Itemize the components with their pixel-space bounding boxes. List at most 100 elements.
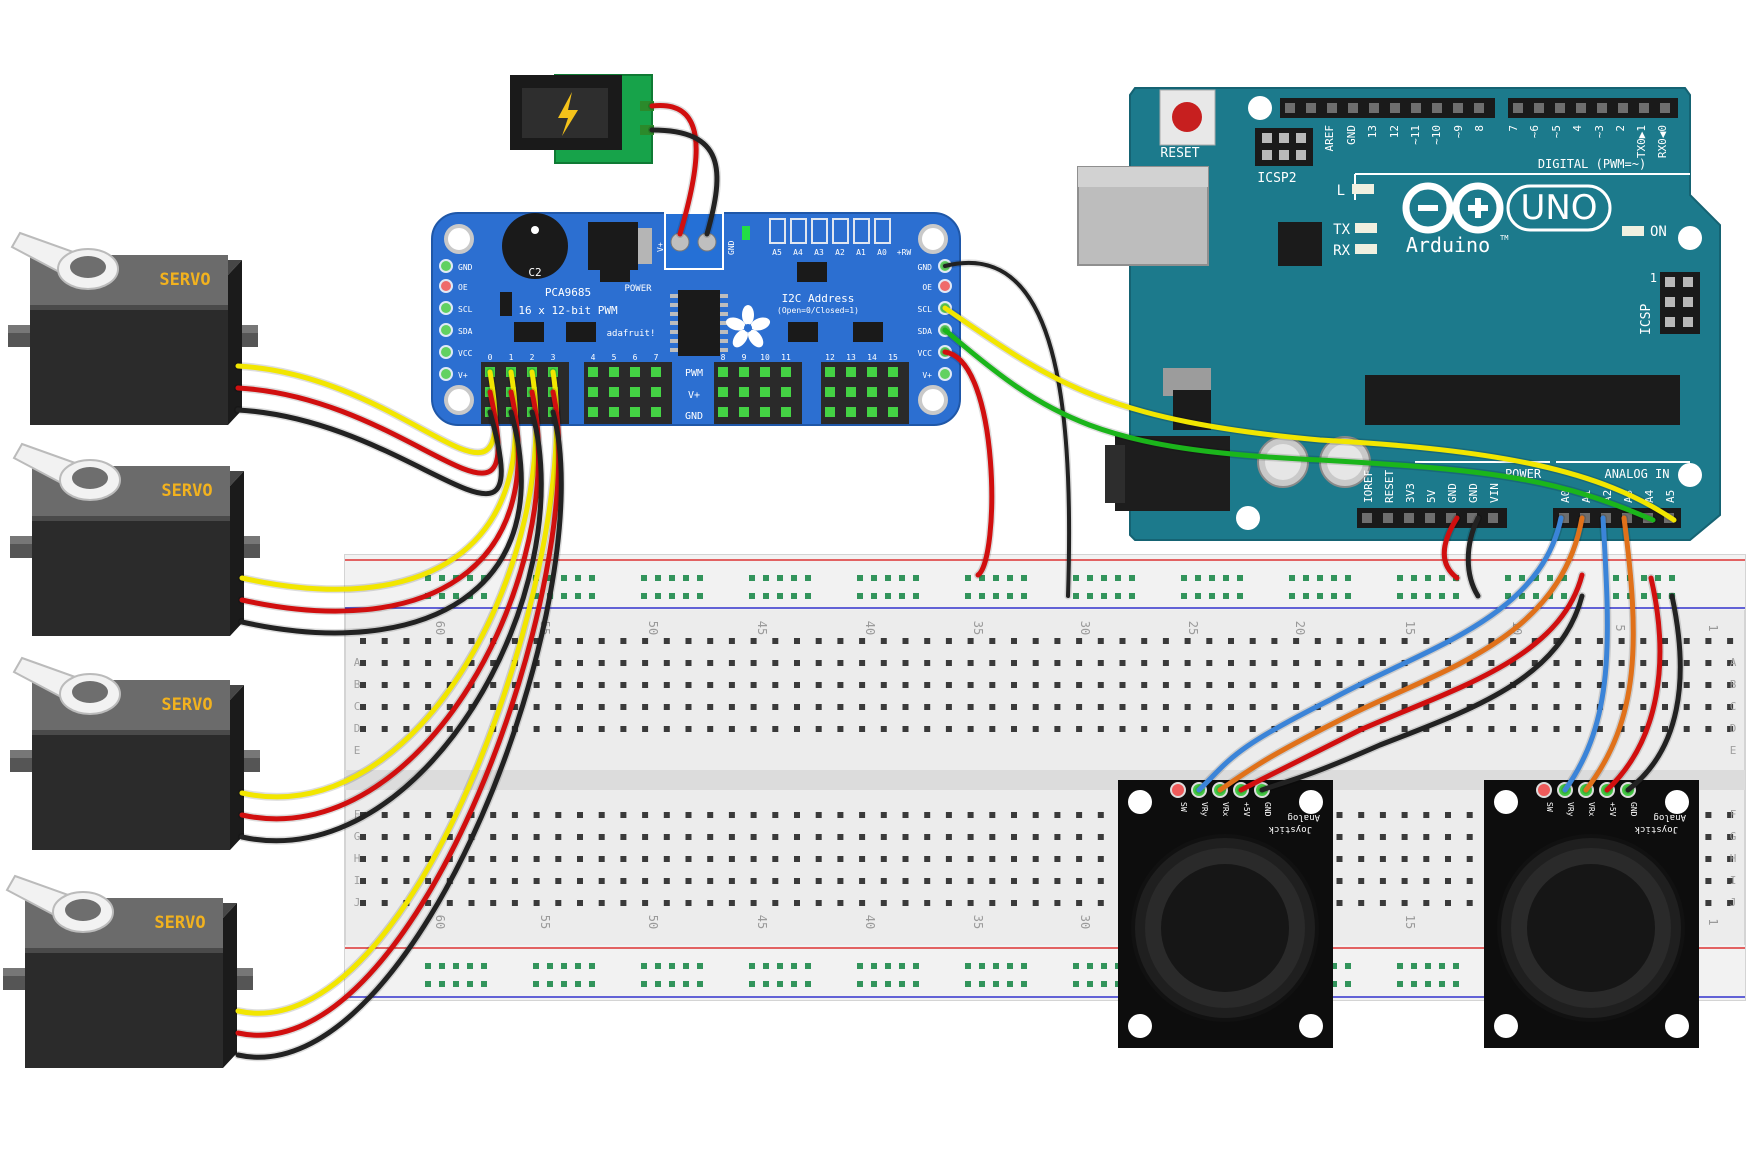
bb-row-letter: C: [1730, 700, 1737, 713]
servo-horn-icon: [12, 442, 121, 501]
pca-i2c-sub: (Open=0/Closed=1): [777, 306, 859, 315]
adafruit-flower-icon: [725, 305, 771, 348]
pca-right-pin-label: SCL: [918, 305, 933, 314]
icsp2-header: [1255, 128, 1313, 166]
pca-address-jumpers: [769, 218, 891, 244]
wire: [943, 260, 1072, 598]
digital-pin-label: ~11: [1409, 125, 1422, 145]
wire: [1259, 593, 1585, 793]
joystick-pin: [1536, 782, 1552, 798]
pca-cap-label: C2: [528, 266, 541, 279]
bb-row-letter: G: [1730, 830, 1737, 843]
pca-capacitor: [502, 213, 568, 279]
wire: [235, 389, 562, 1038]
joystick-title: Analog: [1653, 812, 1686, 822]
pca-left-pin-label: GND: [458, 263, 473, 272]
bb-row-letter: J: [354, 896, 361, 909]
arduino-logo-icon: [1402, 182, 1504, 234]
joystick-pin-label: SW: [1179, 802, 1188, 812]
bb-col-num: 30: [1078, 621, 1092, 635]
pca-addr-label: A3: [814, 248, 824, 257]
joystick-pin: [1170, 782, 1186, 798]
reset-label: RESET: [1160, 146, 1199, 161]
joystick-pin-label: +5V: [1242, 802, 1251, 817]
power-jack-module: [510, 74, 654, 164]
icsp-label: ICSP: [1639, 304, 1654, 335]
wire: [239, 409, 524, 636]
joystick-knob[interactable]: [1527, 864, 1655, 992]
servo-horn-icon: [12, 656, 121, 715]
bb-col-num: 30: [1078, 915, 1092, 929]
digital-pin-label: 8: [1473, 125, 1486, 132]
servo-motor[interactable]: SERVO: [3, 874, 253, 1068]
pca-addr-label: A0: [877, 248, 887, 257]
pca-channel-number: 10: [760, 353, 770, 362]
reset-button-cap[interactable]: [1172, 102, 1202, 132]
pca-channel-number: 15: [888, 353, 898, 362]
joystick-pin-label: VRy: [1566, 802, 1575, 817]
bb-row-letter: A: [354, 656, 361, 669]
wire: [235, 407, 504, 497]
pca-terminal-vplus: V+: [656, 242, 665, 252]
joystick-subtitle: Joystick: [1634, 824, 1678, 834]
bb-col-num: 50: [646, 915, 660, 929]
servo-horn-icon: [5, 874, 114, 933]
servo-motor[interactable]: SERVO: [10, 656, 260, 850]
bb-row-letter: G: [354, 830, 361, 843]
analog-label: ANALOG IN: [1604, 467, 1669, 481]
led-on-label: ON: [1650, 224, 1667, 240]
bb-row-letter: I: [354, 874, 361, 887]
bb-col-num: 45: [755, 915, 769, 929]
joystick-pin-label: SW: [1545, 802, 1554, 812]
wire: [235, 369, 559, 1016]
pca-name: PCA9685: [545, 286, 591, 299]
digital-header-right: [1508, 98, 1678, 118]
bb-row-letter: A: [1730, 656, 1737, 669]
pca-right-pin-label: VCC: [918, 349, 933, 358]
servo-motor[interactable]: SERVO: [8, 231, 258, 425]
joystick-pin-label: GND: [1629, 802, 1638, 817]
wire: [1604, 575, 1663, 793]
digital-pin-label: TX0▶1: [1635, 125, 1648, 158]
bb-col-num: 60: [433, 621, 447, 635]
servo-motor[interactable]: SERVO: [10, 442, 260, 636]
wire: [1562, 515, 1610, 793]
bb-col-num: 45: [755, 621, 769, 635]
digital-pin-label: 2: [1614, 125, 1627, 132]
pca-right-pin-label: SDA: [918, 327, 933, 336]
bb-col-num: 35: [971, 915, 985, 929]
pca-row-vplus: V+: [688, 390, 700, 401]
pca-channel-number: 9: [742, 353, 747, 362]
arduino-brand: Arduino: [1406, 233, 1490, 257]
arduino-tm: TM: [1500, 234, 1508, 242]
digital-pin-label: RX0◀0: [1656, 125, 1669, 158]
mcu-chip: [1365, 375, 1680, 425]
bb-row-letter: B: [1730, 678, 1737, 691]
joystick-pin-label: +5V: [1608, 802, 1617, 817]
pca-channel-number: 0: [488, 353, 493, 362]
pca-channel-number: 1: [509, 353, 514, 362]
wire: [1583, 515, 1636, 793]
wire: [942, 305, 1677, 523]
bb-row-letter: F: [1730, 808, 1737, 821]
wire: [1625, 593, 1683, 793]
bb-col-num: 60: [433, 915, 447, 929]
joystick-subtitle: Joystick: [1268, 824, 1312, 834]
led-on: [1622, 226, 1644, 236]
joystick-knob[interactable]: [1161, 864, 1289, 992]
analog-pin-label: A5: [1664, 490, 1677, 503]
bb-row-letter: F: [354, 808, 361, 821]
pca-channel-number: 7: [654, 353, 659, 362]
pca-left-pin-label: SDA: [458, 327, 473, 336]
digital-header-pins: [1285, 103, 1670, 113]
servo-horn-icon: [10, 231, 119, 290]
bb-col-num: 5: [1613, 624, 1627, 631]
